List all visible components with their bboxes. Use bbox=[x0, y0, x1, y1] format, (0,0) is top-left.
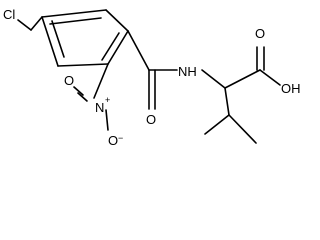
ring-to-chloro-bond bbox=[17, 19, 32, 31]
ring-bond-6 bbox=[41, 16, 59, 67]
amide-oxygen-label: O bbox=[146, 112, 156, 127]
nitro-nitrogen-charge-label: + bbox=[105, 95, 110, 105]
nitro-oxygen-double-label: O bbox=[64, 73, 74, 88]
chemical-structure-canvas: Cl NH O O OH N + O O − bbox=[3, 7, 301, 148]
ring-bond-6-inner bbox=[51, 20, 65, 58]
molecule-diagram: Cl NH O O OH N + O O − bbox=[3, 7, 301, 148]
ring-bond-2 bbox=[41, 9, 107, 18]
acid-to-hydroxyl-bond bbox=[259, 69, 281, 86]
nitro-oxygen-double-bond-2 bbox=[77, 92, 88, 102]
ring-bond-3 bbox=[105, 9, 129, 32]
nitro-oxygen-double-bond-1 bbox=[73, 86, 84, 96]
nitro-nitrogen-label: N bbox=[95, 100, 104, 115]
nh-to-alpha-carbon-bond bbox=[201, 69, 226, 89]
ring-to-nitro-bond bbox=[93, 63, 109, 99]
ring-bond-4 bbox=[107, 30, 129, 65]
nitro-oxygen-single-label: O bbox=[108, 133, 118, 148]
amide-nitrogen-label: NH bbox=[178, 64, 197, 79]
acid-carbonyl-oxygen-label: O bbox=[255, 26, 265, 41]
chloro-label: Cl bbox=[3, 7, 15, 22]
nitro-oxygen-charge-label: − bbox=[118, 133, 123, 143]
benzene-ring bbox=[30, 9, 129, 67]
nitro-oxygen-single-bond bbox=[105, 109, 109, 131]
isopropyl-right-methyl-bond bbox=[228, 114, 257, 144]
alpha-to-acid-carbon-bond bbox=[224, 69, 261, 89]
acid-hydroxyl-label: OH bbox=[281, 81, 301, 96]
isopropyl-left-methyl-bond bbox=[204, 114, 230, 135]
ring-bond-4-inner bbox=[101, 32, 120, 61]
carbonyl-carbon-bond bbox=[127, 30, 150, 71]
ring-bond-1 bbox=[30, 16, 43, 31]
alpha-to-isopropyl-bond bbox=[224, 87, 230, 116]
atom-labels: Cl NH O O OH N + O O − bbox=[3, 7, 301, 148]
substituent-bonds bbox=[17, 19, 281, 144]
ring-bond-2-inner bbox=[49, 17, 102, 25]
ring-bond-5 bbox=[57, 63, 109, 67]
